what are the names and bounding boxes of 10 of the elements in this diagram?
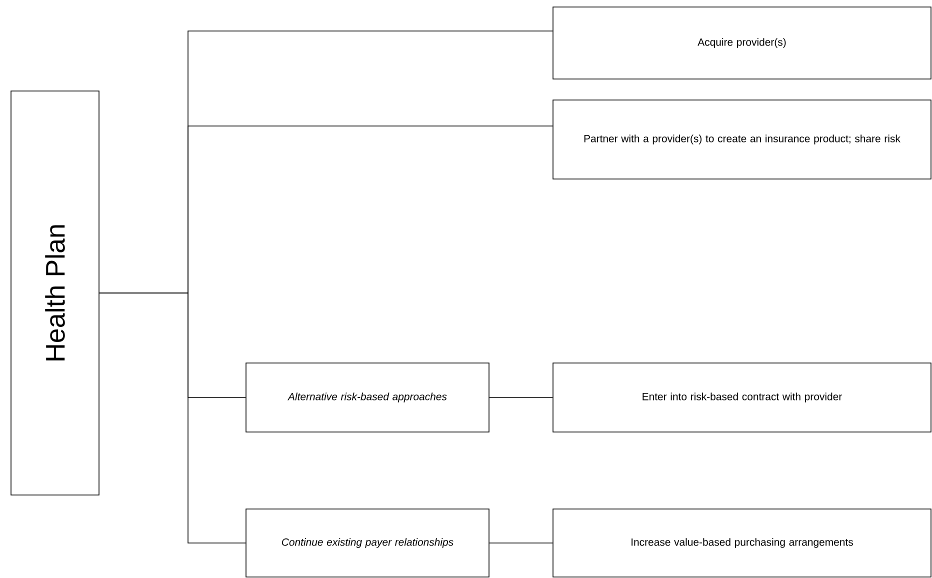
category-box: Alternative risk-based approaches bbox=[246, 362, 490, 432]
strategy-box: Increase value-based purchasing arrangements bbox=[552, 508, 932, 578]
category-box: Continue existing payer relationships bbox=[246, 508, 490, 578]
strategy-box: Partner with a provider(s) to create an insurance product; share risk bbox=[552, 100, 932, 180]
connector-line bbox=[489, 542, 553, 544]
connector-line bbox=[489, 397, 553, 398]
strategy-box: Enter into risk-based contract with provider bbox=[552, 362, 932, 432]
connector-line bbox=[99, 292, 246, 544]
title-box: Health Plan bbox=[10, 90, 100, 496]
strategy-box: Acquire provider(s) bbox=[552, 6, 932, 80]
